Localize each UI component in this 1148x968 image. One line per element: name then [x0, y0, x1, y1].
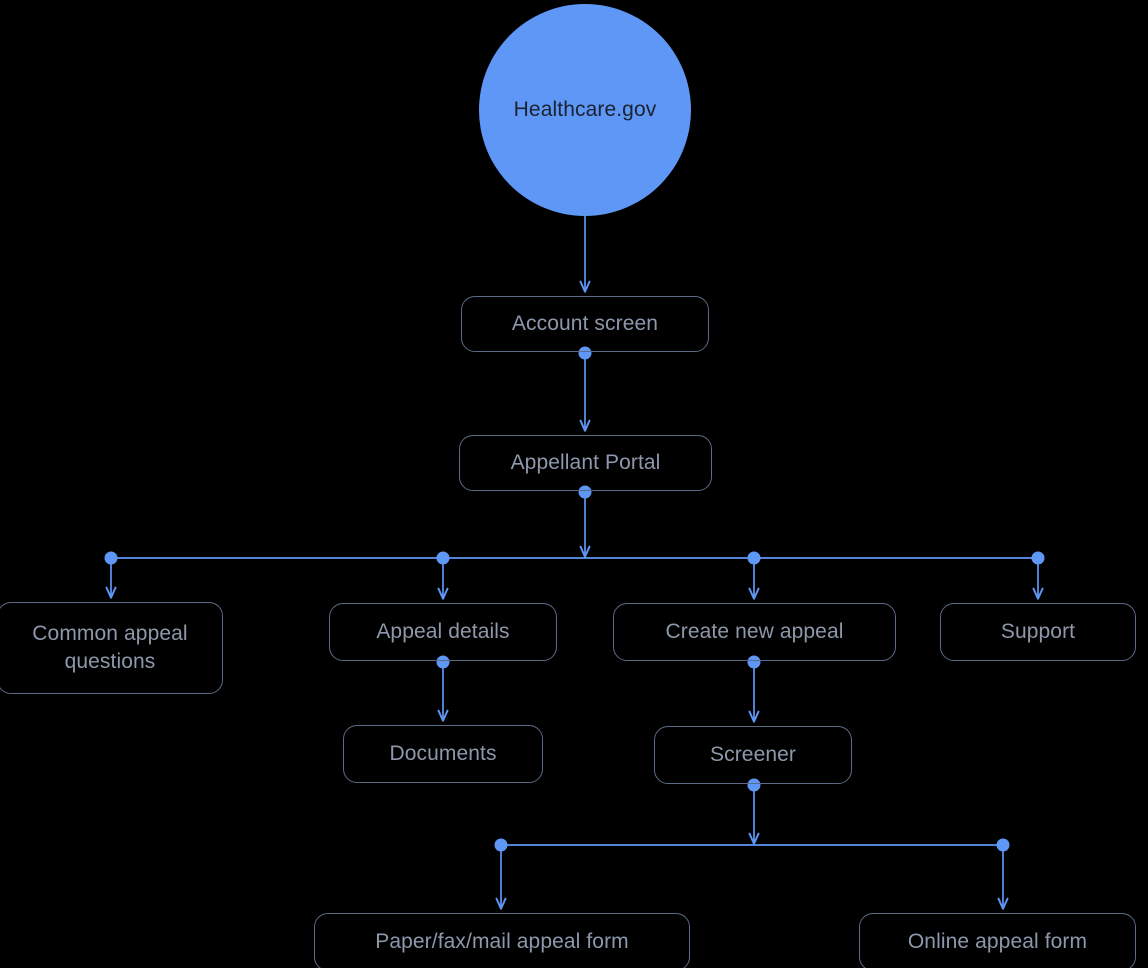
node-common-appeal-questions[interactable]: Common appeal questions	[0, 602, 223, 694]
junction-dot-support	[1031, 551, 1045, 565]
node-screener[interactable]: Screener	[654, 726, 852, 784]
node-account-screen[interactable]: Account screen	[461, 296, 709, 352]
node-label-healthcare-gov: Healthcare.gov	[513, 98, 657, 121]
node-online-appeal-form[interactable]: Online appeal form	[859, 913, 1136, 968]
node-appellant-portal[interactable]: Appellant Portal	[459, 435, 712, 491]
node-documents[interactable]: Documents	[343, 725, 543, 783]
junction-dot-common-appeal-questions	[104, 551, 118, 565]
junction-dot-paper-appeal-form	[494, 838, 508, 852]
junction-dot-online-appeal-form	[996, 838, 1010, 852]
node-healthcare-gov[interactable]: Healthcare.gov	[479, 4, 691, 216]
junction-dot-appeal-details	[436, 551, 450, 565]
node-appeal-details[interactable]: Appeal details	[329, 603, 557, 661]
junction-dot-create-new-appeal	[747, 551, 761, 565]
node-create-new-appeal[interactable]: Create new appeal	[613, 603, 896, 661]
node-support[interactable]: Support	[940, 603, 1136, 661]
node-paper-appeal-form[interactable]: Paper/fax/mail appeal form	[314, 913, 690, 968]
